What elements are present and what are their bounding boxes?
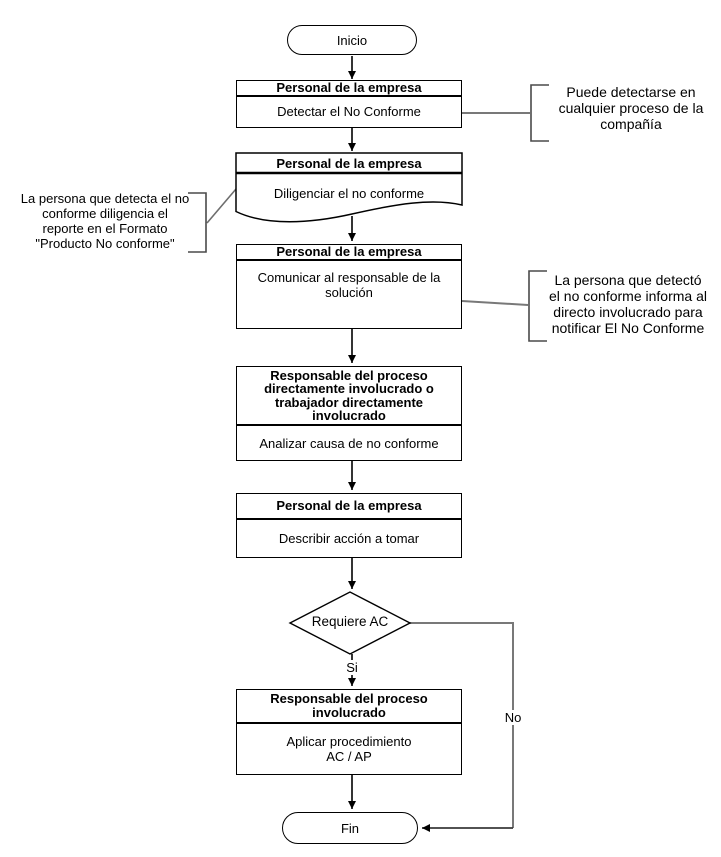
note-line: conforme diligencia el [42,206,168,221]
annotation-note-3: La persona que detectó el no conforme in… [540,272,716,336]
no-route-line [410,622,514,828]
step3-action: Comunicar al responsable de la solución [257,269,441,300]
step6-process-box: Responsable del proceso involucrado Apli… [236,689,462,775]
decision-no-label: No [499,710,527,725]
step5-process-box: Personal de la empresa Describir acción … [236,493,462,558]
note-line: notificar El No Conforme [551,320,705,336]
step4-action: Analizar causa de no conforme [259,435,439,451]
note-line: el no conforme informa al [549,288,707,304]
step1-process-box: Personal de la empresa Detectar el No Co… [236,80,462,128]
note-line: cualquier proceso de la [558,99,704,116]
note3-connector [461,300,529,306]
note2-connector [206,188,237,224]
step3-process-box: Personal de la empresa Comunicar al resp… [236,244,462,329]
decision-diamond [288,591,412,655]
step1-action: Detectar el No Conforme [277,104,421,120]
note1-bracket [530,84,549,142]
note-line: compañía [600,115,662,132]
start-terminator: Inicio [287,25,417,55]
note-line: La persona que detectó [554,272,702,288]
annotation-note-1: Puede detectarse en cualquier proceso de… [543,84,719,132]
step4-role: Responsable del proceso directamente inv… [237,367,461,426]
document-shape [235,152,463,223]
step5-action: Describir acción a tomar [278,531,420,546]
note-line: La persona que detecta el no [20,191,190,206]
note-line: "Producto No conforme" [35,236,175,251]
note-line: Puede detectarse en [566,84,696,100]
step2-role: Personal de la empresa [276,155,422,171]
step6-role: Responsable del proceso involucrado [237,690,461,724]
note2-bracket [188,192,207,253]
note-line: reporte en el Formato [42,221,168,236]
note3-bracket [528,270,547,342]
step3-role: Personal de la empresa [237,245,461,261]
end-label: Fin [340,820,360,836]
step6-action: Aplicar procedimiento AC / AP [286,734,412,764]
end-terminator: Fin [282,812,418,844]
annotation-note-2: La persona que detecta el no conforme di… [5,191,205,251]
decision-label: Requiere AC [311,614,389,629]
step4-process-box: Responsable del proceso directamente inv… [236,366,462,461]
note-line: directo involucrado para [553,304,703,320]
start-label: Inicio [336,32,368,48]
decision-yes-label: Si [340,660,364,675]
step5-role: Personal de la empresa [237,494,461,520]
step1-role: Personal de la empresa [237,81,461,97]
step2-action: Diligenciar el no conforme [273,185,425,201]
